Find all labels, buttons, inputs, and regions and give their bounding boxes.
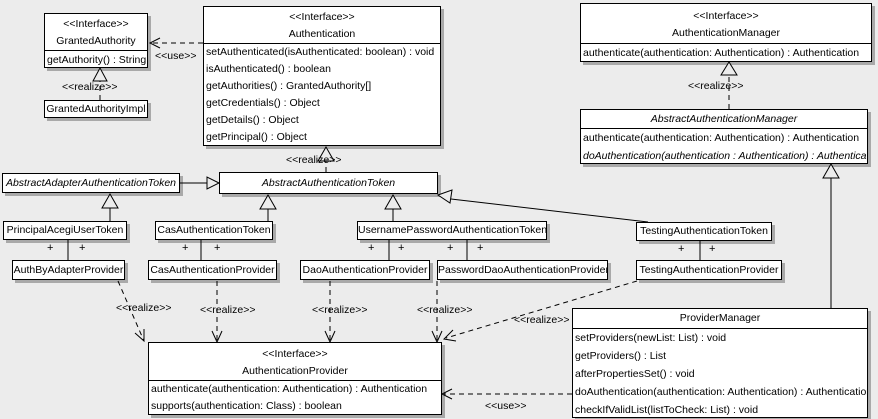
realize-label-abstractmanager: <<realize>> <box>688 80 744 92</box>
class-authentication-provider: <<Interface>> AuthenticationProvider aut… <box>148 342 442 415</box>
class-name: AbstractAdapterAuthenticationToken <box>5 177 177 189</box>
class-name: ProviderManager <box>679 312 761 324</box>
method: getAuthority() : String <box>47 54 147 66</box>
use-label-authentication-grantedauthority: <<use>> <box>155 50 197 62</box>
class-granted-authority-impl: GrantedAuthorityImpl <box>44 100 148 118</box>
class-cas-authentication-token: CasAuthenticationToken <box>155 221 273 240</box>
multiplicity-plus: + <box>79 242 86 254</box>
class-authentication: <<Interface>> Authentication setAuthenti… <box>203 6 441 146</box>
class-stereotype: <<Interface>> <box>262 348 328 360</box>
class-username-password-authentication-token: UsernamePasswordAuthenticationToken <box>357 221 547 240</box>
multiplicity-plus: + <box>214 242 221 254</box>
multiplicity-plus: + <box>477 242 484 254</box>
class-name: AbstractAuthenticationToken <box>261 177 396 189</box>
method: getCredentials() : Object <box>206 97 320 109</box>
method: authenticate(authentication: Authenticat… <box>583 47 860 59</box>
class-dao-authentication-provider: DaoAuthenticationProvider <box>300 260 430 280</box>
method: getAuthorities() : GrantedAuthority[] <box>206 80 372 92</box>
class-name: Authentication <box>288 28 356 40</box>
class-auth-by-adapter-provider: AuthByAdapterProvider <box>12 260 125 280</box>
use-providermanager-authenticationprovider-arrow <box>440 388 572 400</box>
class-name: UsernamePasswordAuthenticationToken <box>358 224 546 236</box>
realize-label-authbyadapter: <<realize>> <box>116 302 172 314</box>
class-provider-manager: ProviderManager setProviders(newList: Li… <box>572 308 868 418</box>
generalization-provider-manager-arrow <box>822 162 840 308</box>
use-authentication-grantedauthority-arrow <box>148 37 203 49</box>
class-name: TestingAuthenticationToken <box>640 225 768 237</box>
class-abstract-adapter-authentication-token: AbstractAdapterAuthenticationToken <box>2 173 180 193</box>
class-testing-authentication-token: TestingAuthenticationToken <box>636 222 772 241</box>
class-name: GrantedAuthorityImpl <box>46 103 146 115</box>
class-name: PrincipalAcegiUserToken <box>6 224 124 236</box>
class-abstract-authentication-token: AbstractAuthenticationToken <box>219 172 438 194</box>
class-name: AuthenticationProvider <box>242 365 348 377</box>
class-granted-authority: <<Interface>> GrantedAuthority getAuthor… <box>44 13 148 68</box>
multiplicity-plus: + <box>47 242 54 254</box>
generalization-username-token-arrow <box>384 193 402 221</box>
class-abstract-authentication-manager: AbstractAuthenticationManager authentica… <box>580 109 868 164</box>
generalization-testing-token-arrow <box>436 189 649 223</box>
class-stereotype: <<Interface>> <box>693 10 759 22</box>
realize-label-daoprovider: <<realize>> <box>312 304 368 316</box>
method: setProviders(newList: List) : void <box>575 332 727 344</box>
generalization-adapter-token-arrow <box>180 176 221 190</box>
generalization-cas-token-arrow <box>259 193 277 221</box>
realize-label-grantedauthorityimpl: <<realize>> <box>62 81 118 93</box>
class-name: PasswordDaoAuthenticationProvider <box>438 264 607 276</box>
multiplicity-plus: + <box>709 243 716 255</box>
method: supports(authentication: Class) : boolea… <box>151 400 342 412</box>
multiplicity-plus: + <box>182 242 189 254</box>
class-name: AbstractAuthenticationManager <box>650 113 798 125</box>
method: getDetails() : Object <box>206 114 299 126</box>
method: doAuthentication(authentication: Authent… <box>575 386 867 398</box>
multiplicity-plus: + <box>398 242 405 254</box>
class-cas-authentication-provider: CasAuthenticationProvider <box>148 260 277 280</box>
class-testing-authentication-provider: TestingAuthenticationProvider <box>636 260 782 280</box>
method: getPrincipal() : Object <box>206 131 307 143</box>
realize-label-testingprovider: <<realize>> <box>514 314 570 326</box>
use-label-providermanager: <<use>> <box>485 400 527 412</box>
method: isAuthenticated() : boolean <box>206 63 331 75</box>
class-password-dao-authentication-provider: PasswordDaoAuthenticationProvider <box>437 260 608 280</box>
class-name: AuthByAdapterProvider <box>13 264 124 276</box>
method: checkIfValidList(listToCheck: List) : vo… <box>575 404 759 416</box>
method: getProviders() : List <box>575 350 667 362</box>
realize-label-abstracttoken: <<realize>> <box>286 154 342 166</box>
class-name: TestingAuthenticationProvider <box>639 264 779 276</box>
multiplicity-plus: + <box>678 243 685 255</box>
method: authenticate(authentication: Authenticat… <box>583 132 860 144</box>
class-name: CasAuthenticationToken <box>157 224 271 236</box>
method: doAuthentication(authentication : Authen… <box>583 150 867 162</box>
class-name: GrantedAuthority <box>56 35 136 47</box>
method: afterPropertiesSet() : void <box>575 368 695 380</box>
class-name: DaoAuthenticationProvider <box>302 264 428 276</box>
generalization-principal-token-arrow <box>101 192 119 221</box>
class-authentication-manager: <<Interface>> AuthenticationManager auth… <box>580 3 872 62</box>
class-stereotype: <<Interface>> <box>289 11 355 23</box>
multiplicity-plus: + <box>447 242 454 254</box>
class-name: AuthenticationManager <box>672 27 780 39</box>
multiplicity-plus: + <box>368 242 375 254</box>
class-name: CasAuthenticationProvider <box>150 264 275 276</box>
method: authenticate(authentication: Authenticat… <box>151 383 428 395</box>
realize-label-passworddaoprovider: <<realize>> <box>417 304 473 316</box>
class-stereotype: <<Interface>> <box>63 18 129 30</box>
method: setAuthenticated(isAuthenticated: boolea… <box>206 46 435 58</box>
realize-label-casprovider: <<realize>> <box>200 304 256 316</box>
class-principal-acegi-user-token: PrincipalAcegiUserToken <box>3 221 127 240</box>
